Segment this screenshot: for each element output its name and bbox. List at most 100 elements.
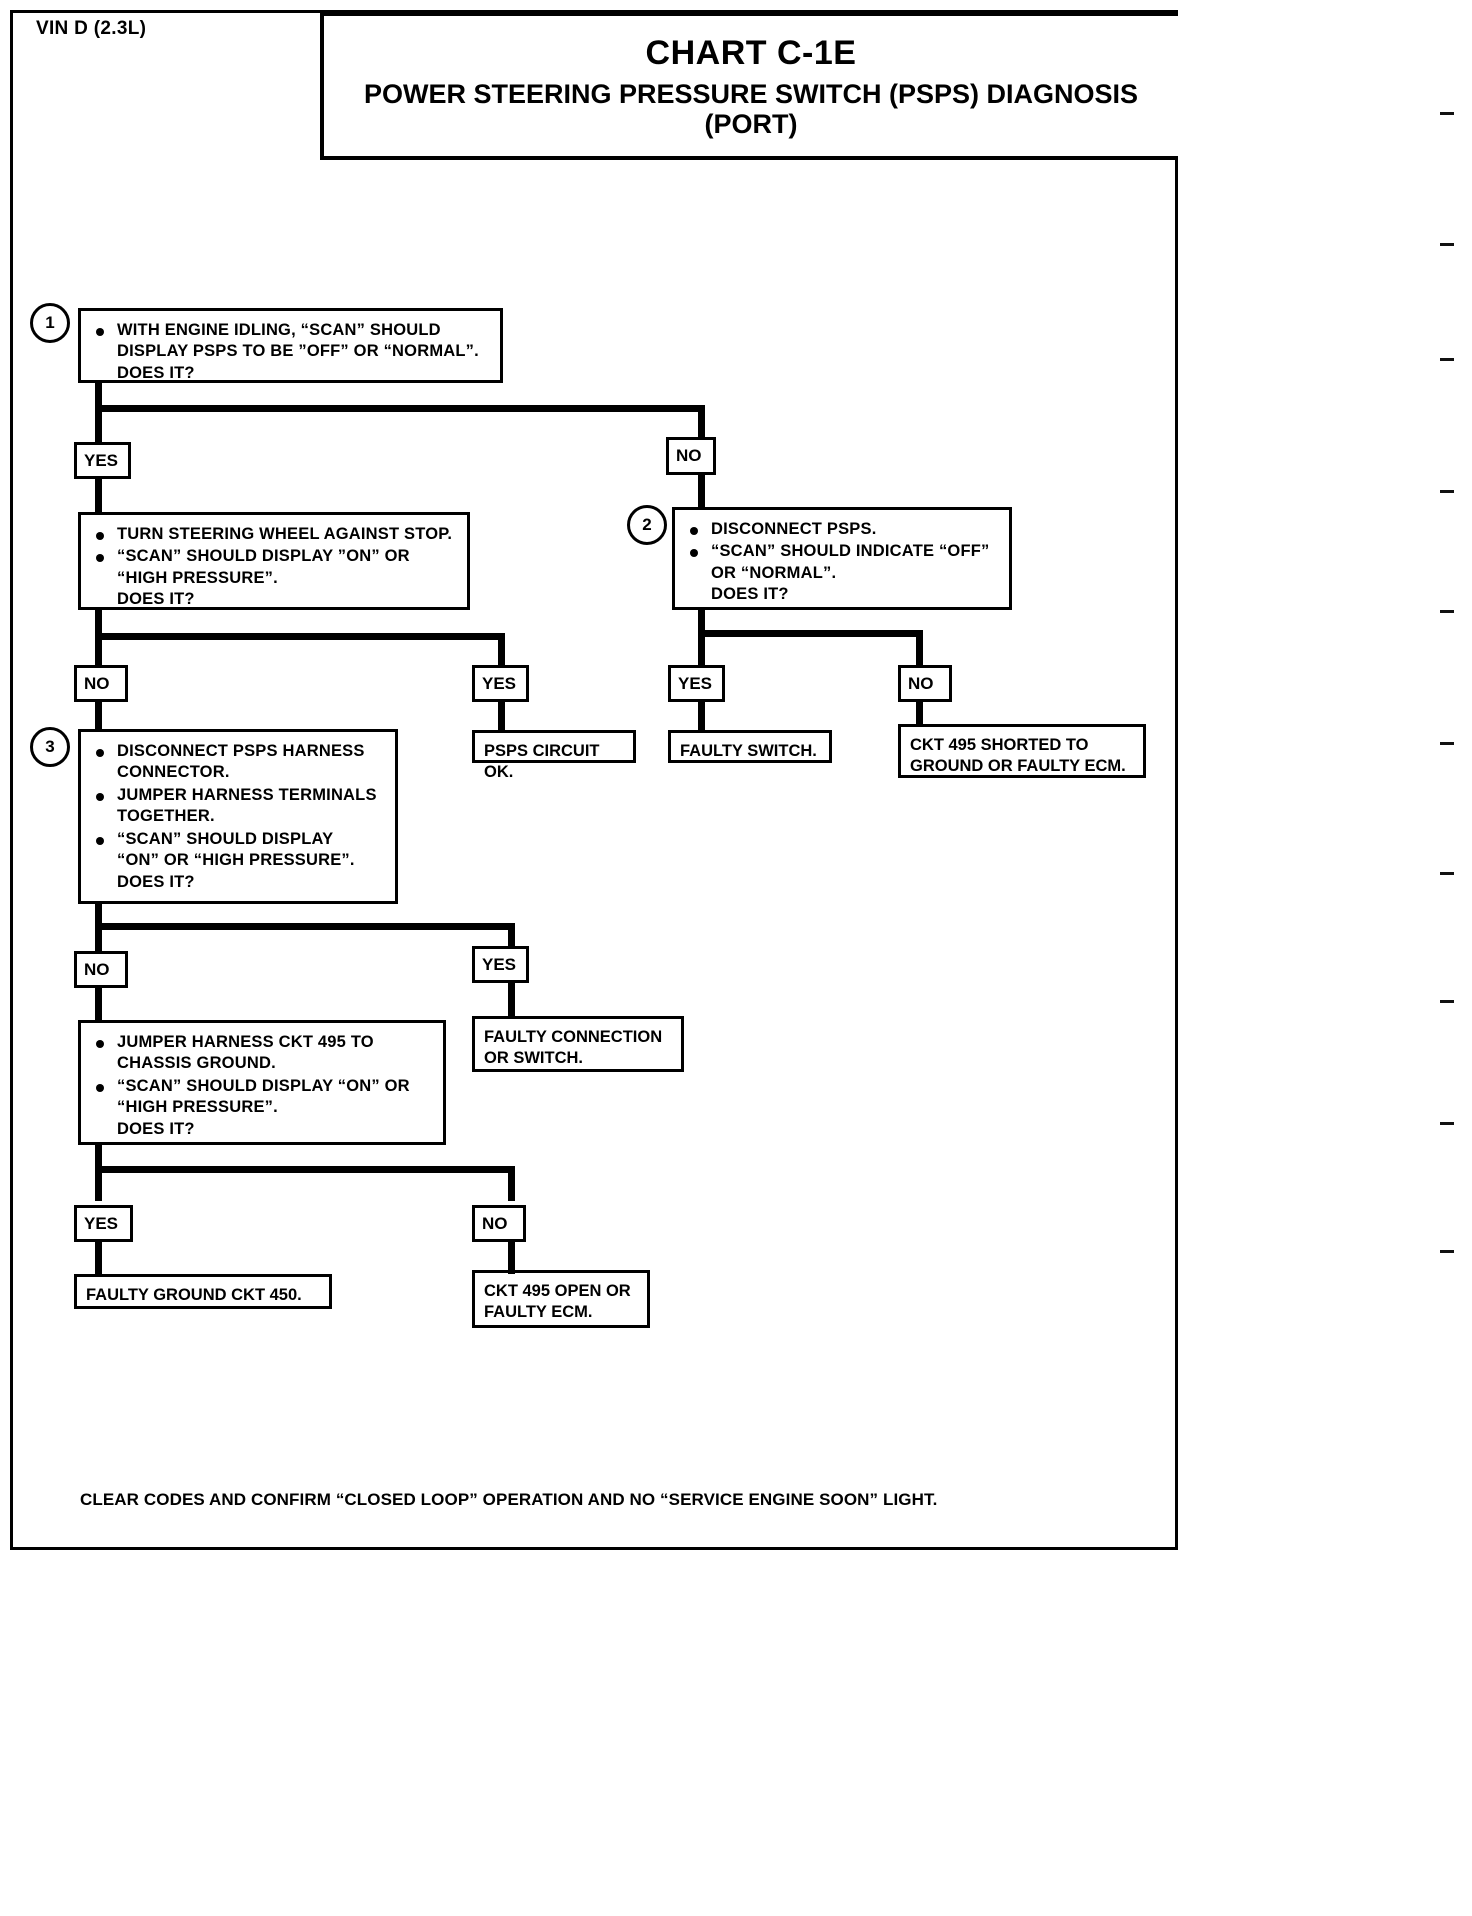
connector [95, 702, 102, 729]
branch-label-yes: YES [472, 665, 529, 702]
text-line: FAULTY CONNECTION [484, 1028, 663, 1046]
step-marker-2: 2 [627, 505, 667, 545]
node-step4: JUMPER HARNESS CKT 495 TO CHASSIS GROUND… [78, 1020, 446, 1145]
text-line: “ON” OR “HIGH PRESSURE”. [117, 851, 355, 870]
text-line: “HIGH PRESSURE”. [117, 1098, 278, 1117]
bullet: WITH ENGINE IDLING, “SCAN” SHOULD DISPLA… [87, 320, 492, 384]
text-line: DOES IT? [117, 1119, 195, 1138]
bullet: DISCONNECT PSPS HARNESS CONNECTOR. [87, 741, 387, 784]
bullet: TURN STEERING WHEEL AGAINST STOP. [87, 524, 459, 545]
text-line: DOES IT? [117, 590, 195, 609]
text-line: DOES IT? [117, 363, 195, 382]
connector [95, 383, 102, 412]
text-line: CKT 495 SHORTED TO [910, 736, 1089, 754]
text-line: DISCONNECT PSPS. [711, 520, 877, 538]
connector [95, 405, 102, 442]
connector [508, 923, 515, 953]
text-line: DISCONNECT PSPS HARNESS [117, 742, 365, 760]
text-line: TURN STEERING WHEEL AGAINST STOP. [117, 525, 453, 543]
terminal-ckt495-shorted: CKT 495 SHORTED TO GROUND OR FAULTY ECM. [898, 724, 1146, 778]
bullet: “SCAN” SHOULD DISPLAY “ON” OR “HIGH PRES… [87, 829, 387, 893]
connector [916, 702, 923, 724]
text-line: TOGETHER. [117, 807, 215, 826]
connector [95, 479, 102, 514]
branch-label-yes: YES [74, 442, 131, 479]
edge-tick [1440, 1250, 1454, 1253]
connector [916, 630, 923, 667]
edge-tick [1440, 872, 1454, 875]
node-step1: WITH ENGINE IDLING, “SCAN” SHOULD DISPLA… [78, 308, 503, 383]
edge-tick [1440, 358, 1454, 361]
branch-label-no: NO [74, 665, 128, 702]
bullet: DISCONNECT PSPS. [681, 519, 1001, 540]
connector [95, 405, 705, 412]
connector [95, 904, 102, 930]
terminal-ckt495-open: CKT 495 OPEN OR FAULTY ECM. [472, 1270, 650, 1328]
step-marker-3: 3 [30, 727, 70, 767]
branch-label-no: NO [898, 665, 952, 702]
text-line: OR SWITCH. [484, 1049, 583, 1068]
text-line: “SCAN” SHOULD DISPLAY [117, 829, 334, 848]
connector [95, 1166, 515, 1173]
text-line: FAULTY ECM. [484, 1303, 593, 1322]
text-line: “SCAN” SHOULD DISPLAY “ON” OR [117, 1076, 410, 1095]
branch-label-yes: YES [74, 1205, 133, 1242]
page-border [10, 10, 1178, 1550]
terminal-faulty-ground: FAULTY GROUND CKT 450. [74, 1274, 332, 1309]
node-step2: DISCONNECT PSPS. “SCAN” SHOULD INDICATE … [672, 507, 1012, 610]
connector [698, 702, 705, 730]
step-marker-1: 1 [30, 303, 70, 343]
text-line: CKT 495 OPEN OR [484, 1282, 631, 1300]
text-line: PSPS CIRCUIT OK. [484, 742, 600, 782]
connector [698, 475, 705, 507]
connector [95, 988, 102, 1020]
bullet: JUMPER HARNESS TERMINALS TOGETHER. [87, 785, 387, 828]
edge-tick [1440, 742, 1454, 745]
connector [698, 630, 705, 667]
node-step3: DISCONNECT PSPS HARNESS CONNECTOR. JUMPE… [78, 729, 398, 904]
chart-title-line2: (PORT) [704, 109, 798, 140]
edge-tick [1440, 610, 1454, 613]
branch-label-no: NO [74, 951, 128, 988]
connector [95, 1166, 102, 1201]
text-line: FAULTY GROUND CKT 450. [86, 1286, 302, 1304]
branch-label-no: NO [472, 1205, 526, 1242]
edge-tick [1440, 1000, 1454, 1003]
text-line: WITH ENGINE IDLING, “SCAN” SHOULD [117, 321, 441, 339]
edge-tick [1440, 243, 1454, 246]
chart-title-box: CHART C-1E POWER STEERING PRESSURE SWITC… [320, 12, 1178, 160]
branch-label-yes: YES [472, 946, 529, 983]
connector [508, 1166, 515, 1201]
text-line: “HIGH PRESSURE”. [117, 568, 278, 587]
text-line: CONNECTOR. [117, 763, 230, 782]
branch-label-yes: YES [668, 665, 725, 702]
edge-tick [1440, 490, 1454, 493]
connector [698, 610, 705, 634]
text-line: FAULTY SWITCH. [680, 742, 817, 760]
text-line: DOES IT? [711, 585, 789, 604]
connector [95, 923, 515, 930]
bullet: “SCAN” SHOULD INDICATE “OFF” OR “NORMAL”… [681, 541, 1001, 605]
bullet: “SCAN” SHOULD DISPLAY ”ON” OR “HIGH PRES… [87, 546, 459, 610]
connector [698, 630, 923, 637]
vin-label: VIN D (2.3L) [36, 18, 147, 39]
connector [498, 702, 505, 730]
connector [498, 633, 505, 667]
text-line: DISPLAY PSPS TO BE ”OFF” OR “NORMAL”. [117, 342, 479, 361]
chart-title-line1: POWER STEERING PRESSURE SWITCH (PSPS) DI… [363, 79, 1139, 109]
connector [95, 633, 505, 640]
text-line: DOES IT? [117, 872, 195, 891]
connector [508, 983, 515, 1016]
terminal-faulty-switch: FAULTY SWITCH. [668, 730, 832, 763]
connector [95, 923, 102, 953]
terminal-psps-circuit-ok: PSPS CIRCUIT OK. [472, 730, 636, 781]
node-step-a: TURN STEERING WHEEL AGAINST STOP. “SCAN”… [78, 512, 470, 610]
connector [95, 1145, 102, 1173]
bullet: JUMPER HARNESS CKT 495 TO CHASSIS GROUND… [87, 1032, 435, 1075]
bullet: “SCAN” SHOULD DISPLAY “ON” OR “HIGH PRES… [87, 1076, 435, 1140]
terminal-faulty-connection: FAULTY CONNECTION OR SWITCH. [472, 1016, 684, 1072]
chart-title: POWER STEERING PRESSURE SWITCH (PSPS) DI… [324, 79, 1178, 139]
connector [698, 405, 705, 442]
text-line: CHASSIS GROUND. [117, 1054, 276, 1073]
